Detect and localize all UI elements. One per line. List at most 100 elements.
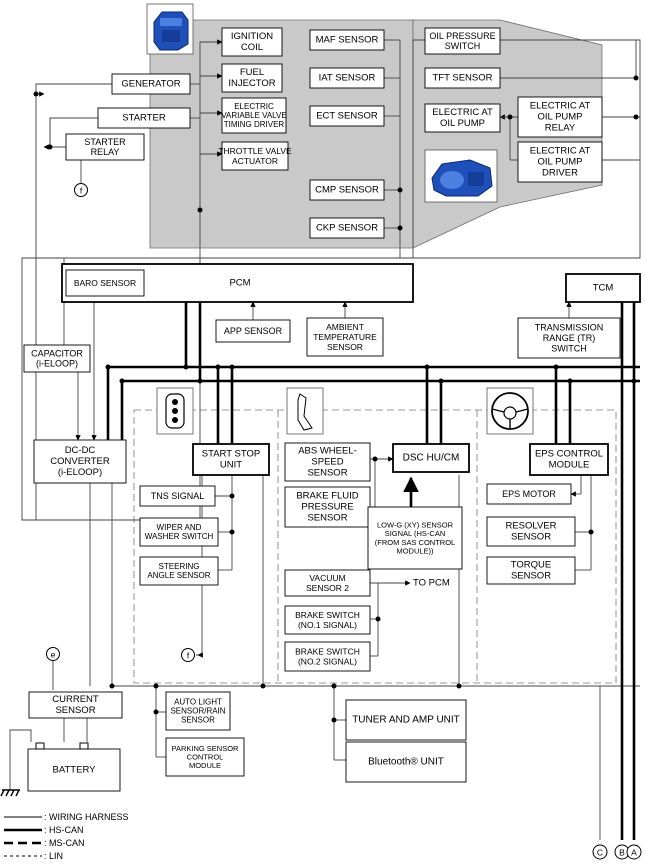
electric-at-oil-pump-relay-label: RELAY xyxy=(545,122,576,133)
connector-e xyxy=(46,647,60,661)
baro-sensor-label: BARO SENSOR xyxy=(74,278,136,288)
ground-icon xyxy=(0,789,20,797)
ignition-coil-label: COIL xyxy=(241,42,263,53)
generator-label: GENERATOR xyxy=(121,79,180,90)
starter-relay-label: RELAY xyxy=(91,147,120,157)
starter-relay-box xyxy=(65,133,145,161)
transmission-range-switch-label: SWITCH xyxy=(551,343,587,353)
dc-dc-converter-label: (i-ELOOP) xyxy=(58,467,102,478)
electric-at-oil-pump-relay-label: ELECTRIC AT xyxy=(530,101,591,112)
eps-control-module-label: EPS CONTROL xyxy=(535,449,603,460)
ect-sensor-label: ECT SENSOR xyxy=(316,111,378,122)
electric-at-oil-pump-relay-box xyxy=(517,96,603,138)
electric-at-oil-pump-driver-label: ELECTRIC AT xyxy=(530,146,591,157)
tns-signal-label: TNS SIGNAL xyxy=(151,491,205,501)
auto-light-sensor-rain-sensor-label: AUTO LIGHT xyxy=(174,697,222,706)
ignition-coil-label: IGNITION xyxy=(231,31,273,42)
key-fob-icon xyxy=(156,387,194,435)
battery-terminal-neg xyxy=(35,742,45,750)
torque-sensor-label: TORQUE xyxy=(511,560,551,571)
low-g-sensor-signal-label: LOW-G (XY) SENSOR xyxy=(377,521,454,530)
parking-sensor-control-module-box xyxy=(165,737,245,777)
legend-lines xyxy=(4,816,42,857)
ckp-sensor-box xyxy=(309,217,385,239)
start-stop-unit-label: UNIT xyxy=(220,459,242,470)
cmp-sensor-box xyxy=(309,179,385,201)
electric-at-oil-pump-relay-label: OIL PUMP xyxy=(537,112,582,123)
starter-box xyxy=(97,107,191,129)
ect-sensor-box xyxy=(309,105,385,127)
dsc-hu-cm-box xyxy=(392,443,470,473)
legend-wiring-harness: : WIRING HARNESS xyxy=(44,812,129,822)
electric-at-oil-pump-driver-box xyxy=(517,141,603,183)
brake-switch-no1-box xyxy=(284,605,371,635)
brake-fluid-pressure-sensor-label: PRESSURE xyxy=(301,502,353,513)
engine-icon xyxy=(146,3,194,55)
throttle-valve-actuator-label: THROTTLE VALVE xyxy=(218,146,292,156)
starter-label: STARTER xyxy=(122,113,166,124)
throttle-valve-actuator-box xyxy=(221,141,289,171)
torque-sensor-label: SENSOR xyxy=(511,570,551,581)
dc-dc-converter-box xyxy=(33,439,127,484)
legend-ms-can: : MS-CAN xyxy=(44,838,85,848)
abs-wheel-speed-sensor-label: SPEED xyxy=(311,457,343,468)
tuner-and-amp-unit-label: TUNER AND AMP UNIT xyxy=(352,715,460,726)
brake-switch-no2-label: BRAKE SWITCH xyxy=(295,647,360,657)
ambient-temperature-sensor-label: TEMPERATURE xyxy=(313,332,377,342)
wiring-harness xyxy=(9,39,641,840)
auto-light-sensor-rain-sensor-label: SENSOR/RAIN xyxy=(170,707,225,716)
current-sensor-label: SENSOR xyxy=(55,705,95,716)
vacuum-sensor-2-box xyxy=(284,569,371,597)
electric-at-oil-pump-driver-label: OIL PUMP xyxy=(537,157,582,168)
resolver-sensor-label: RESOLVER xyxy=(505,521,556,532)
zone-frames xyxy=(133,409,617,684)
maf-sensor-label: MAF SENSOR xyxy=(316,35,379,46)
abs-wheel-speed-sensor-label: ABS WHEEL- xyxy=(298,446,357,457)
throttle-valve-actuator-label: ACTUATOR xyxy=(232,156,278,166)
ckp-sensor-label: CKP SENSOR xyxy=(316,223,378,234)
oil-pressure-switch-label: SWITCH xyxy=(445,41,481,51)
wiper-and-washer-switch-box xyxy=(139,517,219,547)
dsc-hu-cm-label: DSC HU/CM xyxy=(403,453,460,464)
connector-b-label: B xyxy=(619,848,625,858)
steering-angle-sensor-label: STEERING xyxy=(159,562,200,571)
resolver-sensor-label: SENSOR xyxy=(511,531,551,542)
tcm-box xyxy=(565,273,641,303)
electric-at-oil-pump-box xyxy=(424,103,501,133)
connector-f-starter-label: f xyxy=(80,186,83,196)
maf-sensor-box xyxy=(309,29,385,51)
electric-variable-valve-timing-driver-label: VARIABLE VALVE xyxy=(221,111,286,120)
ambient-temperature-sensor-label: AMBIENT xyxy=(326,322,364,332)
transmission-range-switch-label: RANGE (TR) xyxy=(543,333,596,343)
battery-terminal-pos xyxy=(79,742,89,750)
starter-relay-label: STARTER xyxy=(84,137,126,147)
battery-label: BATTERY xyxy=(53,765,97,776)
oil-pressure-switch-box xyxy=(424,27,501,55)
capacitor-label: CAPACITOR xyxy=(31,348,83,358)
ambient-temperature-sensor-box xyxy=(306,317,384,357)
abs-wheel-speed-sensor-box xyxy=(284,442,371,482)
eps-motor-label: EPS MOTOR xyxy=(502,489,556,499)
current-sensor-box xyxy=(28,691,123,719)
steering-angle-sensor-box xyxy=(139,556,219,586)
pcm-label: PCM xyxy=(229,278,250,289)
connector-f-starter xyxy=(74,183,88,197)
ambient-temperature-sensor-label: SENSOR xyxy=(327,342,363,352)
app-sensor-label: APP SENSOR xyxy=(224,326,283,336)
steering-wheel-icon xyxy=(486,387,534,435)
torque-sensor-box xyxy=(486,556,576,585)
electric-variable-valve-timing-driver-label: TIMING DRIVER xyxy=(224,120,285,129)
low-g-sensor-signal-box xyxy=(367,506,463,570)
generator-box xyxy=(111,73,191,95)
electric-at-oil-pump-driver-label: DRIVER xyxy=(542,167,578,178)
current-sensor-label: CURRENT xyxy=(52,694,99,705)
tft-sensor-box xyxy=(424,67,501,89)
brake-pedal-icon xyxy=(286,387,324,435)
start-stop-unit-label: START STOP xyxy=(202,449,260,460)
capacitor-label: (i-ELOOP) xyxy=(36,359,78,369)
connector-a xyxy=(626,844,642,860)
brake-fluid-pressure-sensor-label: BRAKE FLUID xyxy=(296,491,358,502)
battery-box xyxy=(27,748,121,792)
to-pcm-label: TO PCM xyxy=(413,578,450,589)
dc-dc-converter-label: CONVERTER xyxy=(50,456,110,467)
